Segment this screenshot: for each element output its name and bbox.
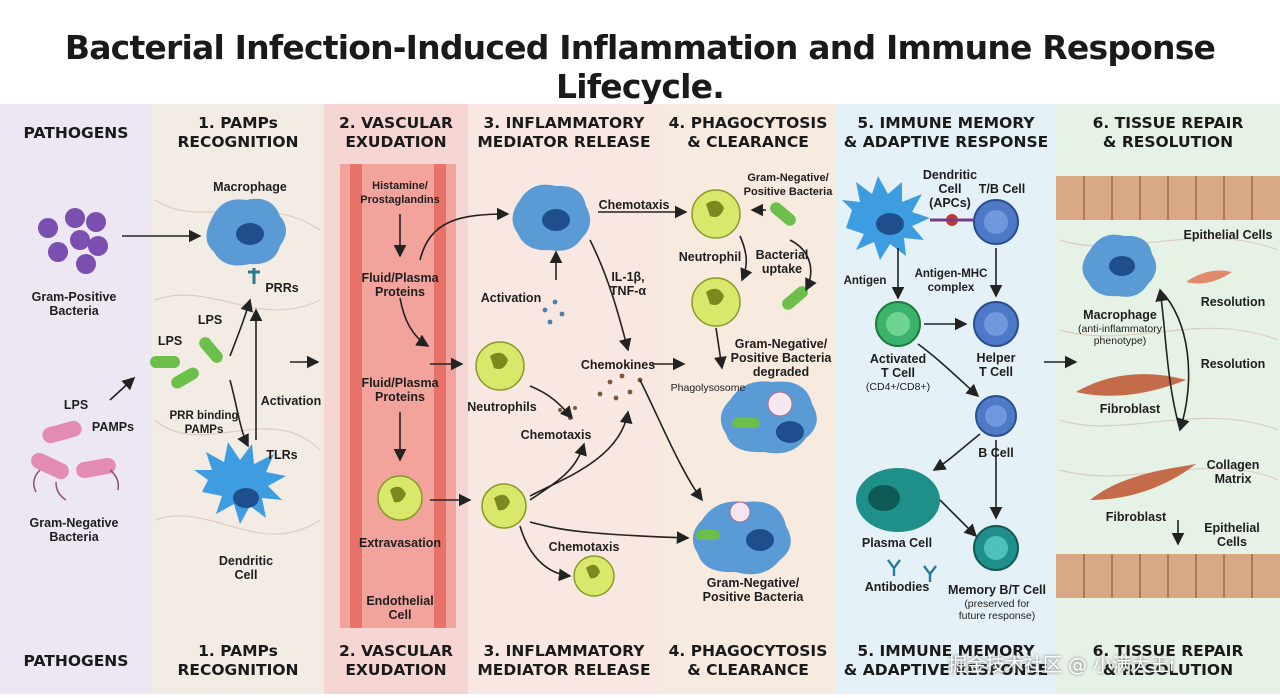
label-epithelial-top: Epithelial Cells: [1183, 228, 1273, 242]
label-gram-np-degraded: Gram-Negative/ Positive Bacteria degrade…: [730, 337, 832, 379]
label-chemokines: Chemokines: [580, 358, 656, 372]
label-gram-np-top: Gram-Negative/ Positive Bacteria: [743, 172, 833, 198]
label-fibroblast-2: Fibroblast: [1105, 510, 1167, 524]
label-gram-np-bottom: Gram-Negative/ Positive Bacteria: [702, 576, 804, 604]
label-lps-1a: LPS: [197, 313, 223, 327]
label-gram-positive: Gram-Positive Bacteria: [31, 290, 117, 318]
label-antigen: Antigen: [843, 275, 887, 287]
label-tlrs: TLRs: [266, 448, 298, 462]
stage-footer: 2. VASCULAR EXUDATION: [339, 642, 453, 679]
label-macrophage-6: Macrophage: [1083, 308, 1157, 322]
stage-footer: 1. PAMPs RECOGNITION: [177, 642, 299, 679]
watermark: 掘金技术社区 @ 小满大王i: [948, 654, 1175, 676]
label-preserved: (preserved for future response): [958, 598, 1036, 622]
label-fluid-plasma-1: Fluid/Plasma Proteins: [361, 271, 439, 299]
label-lps-1b: LPS: [157, 334, 183, 348]
label-activated-t: Activated T Cell: [869, 352, 927, 380]
stage-footer: 5. IMMUNE MEMORY & ADAPTIVE RESPONSE: [843, 642, 1049, 679]
label-helper-t: Helper T Cell: [976, 351, 1016, 379]
stage-header: 6. TISSUE REPAIR & RESOLUTION: [1092, 114, 1244, 151]
label-fibroblast-1: Fibroblast: [1099, 402, 1161, 416]
stage-header: 2. VASCULAR EXUDATION: [339, 114, 453, 151]
stage-header: PATHOGENS: [23, 123, 129, 142]
label-histamine: Histamine/ Prostaglandins: [360, 180, 440, 206]
label-epithelial-bottom: Epithelial Cells: [1204, 521, 1260, 549]
label-il-tnf: IL-1β, TNF-α: [609, 270, 647, 298]
label-neutrophils: Neutrophils: [467, 400, 537, 414]
label-fluid-plasma-2: Fluid/Plasma Proteins: [361, 376, 439, 404]
label-prrs: PRRs: [265, 281, 299, 295]
label-bacterial-uptake: Bacterial uptake: [755, 248, 809, 276]
label-dendritic-1: Dendritic Cell: [218, 554, 274, 582]
label-memory-bt: Memory B/T Cell: [948, 583, 1046, 597]
stage-header: 1. PAMPs RECOGNITION: [177, 114, 299, 151]
label-dendritic-apcs: Dendritic Cell (APCs): [922, 168, 978, 210]
stage-header: 4. PHAGOCYTOSIS & CLEARANCE: [668, 114, 828, 151]
label-pamps: PAMPs: [91, 420, 135, 434]
diagram-title: Bacterial Infection-Induced Inflammation…: [64, 28, 1216, 106]
label-extravasation: Extravasation: [359, 536, 441, 550]
label-chemotaxis-mid: Chemotaxis: [520, 428, 592, 442]
stage-footer: 3. INFLAMMATORY MEDIATOR RELEASE: [477, 642, 651, 679]
stage-header: 3. INFLAMMATORY MEDIATOR RELEASE: [477, 114, 651, 151]
label-cd4-cd8: (CD4+/CD8+): [865, 381, 931, 393]
label-resolution-1: Resolution: [1200, 295, 1266, 309]
label-anti-inflam: (anti-inflammatory phenotype): [1077, 323, 1163, 347]
label-phagolysosome: Phagolysosome: [670, 382, 746, 394]
label-prr-binding: PRR binding PAMPs: [169, 410, 239, 436]
label-chemotaxis-top: Chemotaxis: [598, 198, 670, 212]
label-tb-cell: T/B Cell: [978, 182, 1026, 196]
stage-tissue-repair: 6. TISSUE REPAIR & RESOLUTION 6. TISSUE …: [1056, 104, 1280, 694]
label-antibodies: Antibodies: [864, 580, 930, 594]
label-neutrophil-4: Neutrophil: [678, 250, 742, 264]
label-chemotaxis-low: Chemotaxis: [548, 540, 620, 554]
stage-footer: 6. TISSUE REPAIR & RESOLUTION: [1092, 642, 1244, 679]
label-b-cell: B Cell: [978, 446, 1014, 460]
label-activation-1: Activation: [260, 394, 322, 408]
label-collagen: Collagen Matrix: [1206, 458, 1260, 486]
stage-mediator-release: 3. INFLAMMATORY MEDIATOR RELEASE 3. INFL…: [468, 104, 660, 694]
label-activation-3: Activation: [480, 291, 542, 305]
label-antigen-mhc: Antigen-MHC complex: [914, 268, 988, 294]
stage-footer: 4. PHAGOCYTOSIS & CLEARANCE: [668, 642, 828, 679]
stage-footer: PATHOGENS: [23, 651, 129, 670]
label-lps-left: LPS: [63, 398, 89, 412]
label-macrophage-1: Macrophage: [213, 180, 287, 194]
label-endothelial: Endothelial Cell: [366, 594, 434, 622]
label-gram-negative: Gram-Negative Bacteria: [29, 516, 119, 544]
stage-adaptive-response: 5. IMMUNE MEMORY & ADAPTIVE RESPONSE 5. …: [836, 104, 1056, 694]
stage-header: 5. IMMUNE MEMORY & ADAPTIVE RESPONSE: [843, 114, 1049, 151]
label-resolution-2: Resolution: [1200, 357, 1266, 371]
label-plasma-cell: Plasma Cell: [861, 536, 933, 550]
